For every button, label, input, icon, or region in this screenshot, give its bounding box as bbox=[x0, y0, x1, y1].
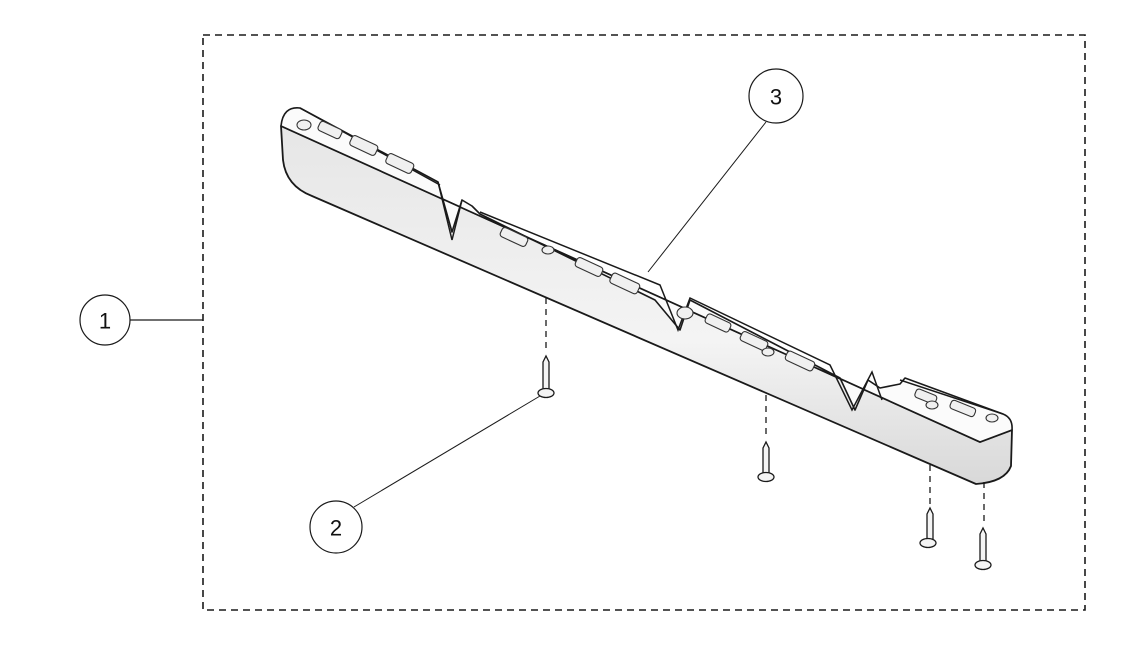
callout-2-label: 2 bbox=[330, 516, 342, 541]
screw-1 bbox=[537, 298, 555, 399]
callout-2-circle bbox=[309, 500, 363, 554]
rail-part bbox=[280, 107, 1013, 485]
screws bbox=[537, 298, 992, 571]
rail-slots bbox=[296, 119, 999, 423]
assembly-boundary bbox=[202, 34, 1086, 611]
rail-front-face bbox=[280, 125, 1013, 485]
rail-rib-edges bbox=[299, 107, 1004, 415]
callout-2-leader bbox=[353, 395, 541, 508]
callout-3-circle bbox=[748, 68, 804, 124]
callout-3-label: 3 bbox=[770, 85, 782, 110]
callout-2: 2 bbox=[309, 395, 541, 554]
callout-1: 1 bbox=[79, 294, 203, 346]
callout-1-circle bbox=[79, 294, 131, 346]
screw-4 bbox=[974, 482, 992, 571]
screw-2 bbox=[757, 395, 775, 483]
callout-3: 3 bbox=[647, 68, 804, 273]
screw-3 bbox=[919, 465, 937, 549]
callout-1-label: 1 bbox=[99, 309, 111, 334]
callout-3-leader bbox=[647, 121, 767, 273]
